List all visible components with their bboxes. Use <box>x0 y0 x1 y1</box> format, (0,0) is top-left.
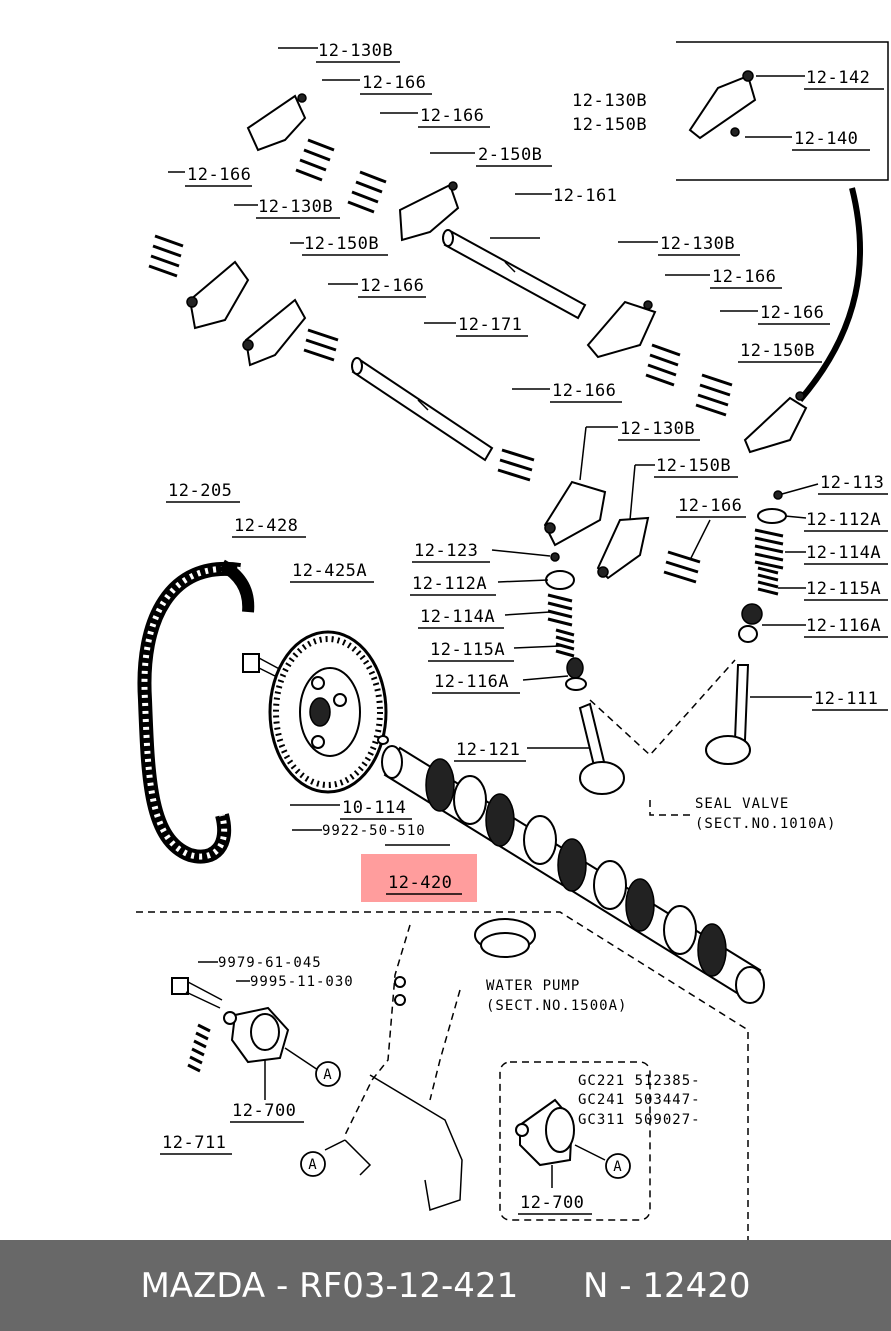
gc311-note: GC311 509027- <box>578 1112 701 1128</box>
oil-filler-cap <box>474 918 536 958</box>
part-label: 12-171 <box>458 315 522 335</box>
part-label: 12-166 <box>552 381 616 401</box>
spacer-spring <box>347 170 387 214</box>
label-underlines <box>160 61 888 1215</box>
part-label: 12-166 <box>187 165 251 185</box>
rocker-arm <box>242 298 307 367</box>
reference-marker-a: A <box>315 1061 341 1087</box>
part-label: 12-161 <box>553 186 617 206</box>
rocker-shaft-upper <box>442 229 587 320</box>
svg-text:A: A <box>308 1157 317 1173</box>
part-label: 12-130B <box>258 197 333 217</box>
intake-valve <box>705 664 751 765</box>
rocker-arm <box>543 480 607 547</box>
rocker-arm <box>743 391 808 454</box>
part-label: 12-115A <box>806 579 881 599</box>
seal-valve-note: SEAL VALVE <box>695 796 789 812</box>
part-number-caption: MAZDA - RF03-12-421 N - 12420 <box>140 1265 751 1306</box>
part-label: 12-116A <box>806 616 881 636</box>
gc221-note: GC221 512385- <box>578 1073 701 1089</box>
part-label: 12-115A <box>430 640 505 660</box>
part-label: 2-150B <box>478 145 542 165</box>
part-label: 12-116A <box>434 672 509 692</box>
part-label: 9922-50-510 <box>322 823 426 839</box>
valve-spring-assembly-left <box>545 552 587 691</box>
camshaft <box>381 745 765 1004</box>
spacer-spring <box>303 328 339 362</box>
part-label: 12-700 <box>520 1193 584 1213</box>
tensioner-pulley-inset <box>515 1098 575 1167</box>
spacer-spring <box>695 373 733 417</box>
reference-marker-a: A <box>300 1151 326 1177</box>
rocker-arm <box>596 516 650 580</box>
part-label: 12-166 <box>678 496 742 516</box>
timing-belt <box>137 559 255 864</box>
spacer-spring <box>497 448 535 482</box>
caption-bar: MAZDA - RF03-12-421 N - 12420 <box>0 1240 891 1331</box>
part-label: 12-130B <box>620 419 695 439</box>
valve-spring-assembly-right <box>738 490 787 643</box>
part-label-highlighted: 12-420 <box>388 873 452 893</box>
front-cover-outline <box>344 924 463 1211</box>
part-label: 12-130B <box>318 41 393 61</box>
seal-valve-section: (SECT.NO.1010A) <box>695 816 836 832</box>
part-label: 12-428 <box>234 516 298 536</box>
part-label: 12-114A <box>806 543 881 563</box>
part-label: 12-166 <box>420 106 484 126</box>
camshaft-pulley <box>268 630 388 794</box>
rocker-arm <box>688 70 757 140</box>
reference-marker-a: A <box>605 1153 631 1179</box>
svg-text:A: A <box>613 1159 622 1175</box>
part-label: 12-150B <box>656 456 731 476</box>
part-label: 12-130B <box>572 91 647 111</box>
tensioner-pulley <box>223 1006 290 1064</box>
spacer-spring <box>645 343 681 387</box>
part-label: 12-114A <box>420 607 495 627</box>
engine-parts-diagram: 12-130B 12-166 12-166 2-150B 12-166 12-1… <box>136 41 889 1240</box>
tensioner-inset-frame <box>499 1061 651 1221</box>
exhaust-valve <box>578 702 625 795</box>
part-label: 12-425A <box>292 561 367 581</box>
part-label: 12-142 <box>806 68 870 88</box>
rocker-arm <box>586 300 657 359</box>
part-label: 12-130B <box>660 234 735 254</box>
part-label: 12-113 <box>820 473 884 493</box>
spacer-spring <box>148 234 184 278</box>
tensioner-spring <box>187 1023 211 1073</box>
part-label: 12-150B <box>304 234 379 254</box>
part-label: 12-150B <box>740 341 815 361</box>
water-pump-section: (SECT.NO.1500A) <box>486 998 627 1014</box>
gc241-note: GC241 503447- <box>578 1092 701 1108</box>
rocker-arm <box>398 181 460 242</box>
part-label: 12-112A <box>806 510 881 530</box>
rocker-arm <box>186 260 250 330</box>
part-label: 12-121 <box>456 740 520 760</box>
part-label: 12-166 <box>760 303 824 323</box>
part-label: 12-205 <box>168 481 232 501</box>
pulley-key <box>377 735 389 745</box>
part-label: 12-112A <box>412 574 487 594</box>
part-labels: 12-130B 12-166 12-166 2-150B 12-166 12-1… <box>162 41 884 1213</box>
svg-text:A: A <box>323 1067 332 1083</box>
part-label: 12-140 <box>794 129 858 149</box>
rocker-arm <box>246 93 307 152</box>
spacer-spring <box>663 550 701 584</box>
water-pump-note: WATER PUMP <box>486 978 580 994</box>
tensioner-bolt <box>171 977 223 1009</box>
part-label: 12-150B <box>572 115 647 135</box>
part-label: 10-114 <box>342 798 406 818</box>
part-label: 12-166 <box>712 267 776 287</box>
spacer-spring <box>295 138 335 182</box>
part-label: 12-166 <box>362 73 426 93</box>
part-label: 9995-11-030 <box>250 974 354 990</box>
notes: SEAL VALVE (SECT.NO.1010A) WATER PUMP (S… <box>486 796 836 1128</box>
part-label: 12-700 <box>232 1101 296 1121</box>
leader-lines <box>168 47 819 1188</box>
part-label: 9979-61-045 <box>218 955 322 971</box>
part-label: 12-111 <box>814 689 878 709</box>
rocker-shaft-lower <box>351 357 494 462</box>
part-label: 12-123 <box>414 541 478 561</box>
part-label: 12-711 <box>162 1133 226 1153</box>
part-label: 12-166 <box>360 276 424 296</box>
